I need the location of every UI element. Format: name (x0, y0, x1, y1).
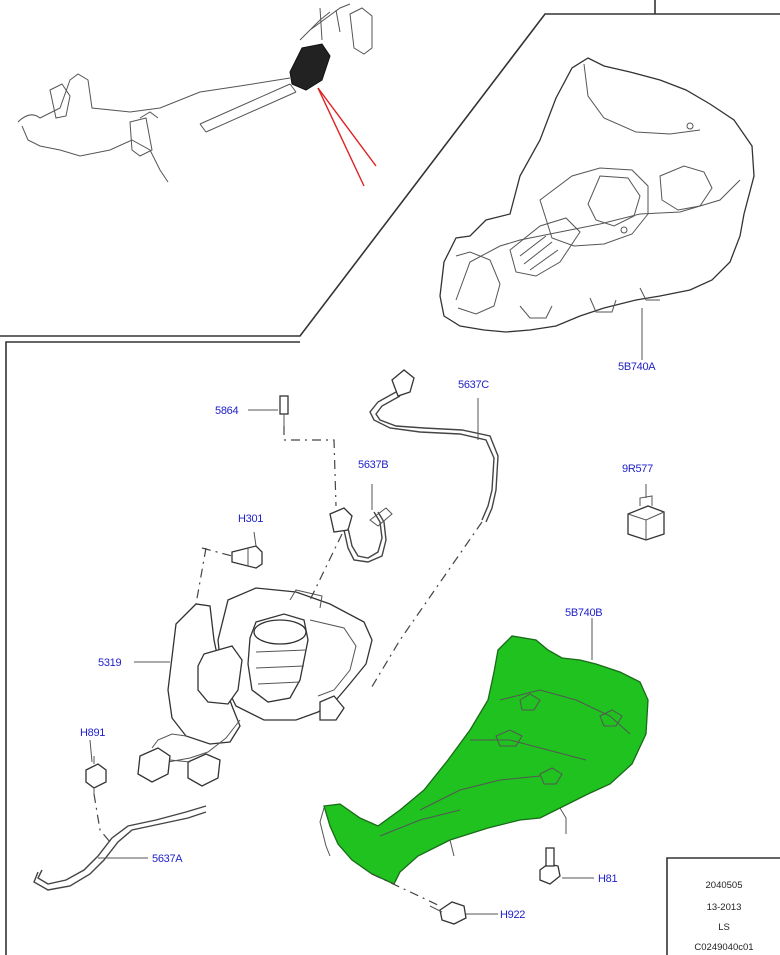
pipe-a-drawing (33, 805, 207, 891)
label-compressor[interactable]: 5319 (98, 657, 122, 669)
label-bolt-h301[interactable]: H301 (238, 513, 264, 525)
label-bolt-5864[interactable]: 5864 (215, 405, 239, 417)
locator-highlight-part (289, 43, 331, 91)
pipe-b-drawing (329, 507, 393, 563)
locator-pointer-line-2 (317, 87, 377, 167)
label-pipe-c[interactable]: 5637C (458, 379, 490, 391)
label-screw-h922[interactable]: H922 (500, 909, 526, 921)
label-relay[interactable]: 9R577 (622, 463, 653, 475)
footer-line-1: 2040505 (706, 880, 743, 891)
assembly-lines (93, 426, 483, 907)
label-nut-h891[interactable]: H891 (80, 727, 106, 739)
compressor-cover-drawing (319, 635, 649, 885)
locator-view (17, 3, 377, 187)
bolt-h301-drawing (231, 545, 263, 569)
part-labels: 5B740A 5637C 5864 5637B 9R577 H301 5B740… (80, 361, 657, 921)
label-pipe-a[interactable]: 5637A (152, 853, 184, 865)
footer-box (666, 857, 780, 955)
screw-h81-drawing (539, 847, 561, 885)
label-pipe-b[interactable]: 5637B (358, 459, 389, 471)
label-screw-h81[interactable]: H81 (598, 873, 618, 885)
label-compressor-cover[interactable]: 5B740B (565, 607, 603, 619)
compressor-drawing (137, 587, 373, 787)
nut-h891-drawing (85, 756, 107, 794)
footer-reference: 2040505 13-2013 LS C0249040c01 (694, 880, 753, 953)
upper-panel-frame (0, 13, 780, 337)
main-panel-frame (5, 341, 300, 955)
main-housing-drawing (439, 57, 755, 333)
locator-pointer-line-1 (317, 87, 365, 187)
leader-lines (89, 308, 647, 915)
footer-line-3: LS (718, 922, 730, 933)
pipe-c-drawing (369, 369, 499, 523)
compressor-cover-highlight (323, 635, 649, 885)
bolt-5864-drawing (279, 395, 289, 426)
screw-h922-drawing (429, 901, 467, 925)
footer-line-2: 13-2013 (707, 902, 742, 913)
footer-line-4: C0249040c01 (694, 942, 753, 953)
label-main-housing[interactable]: 5B740A (618, 361, 657, 373)
relay-drawing (627, 495, 665, 541)
